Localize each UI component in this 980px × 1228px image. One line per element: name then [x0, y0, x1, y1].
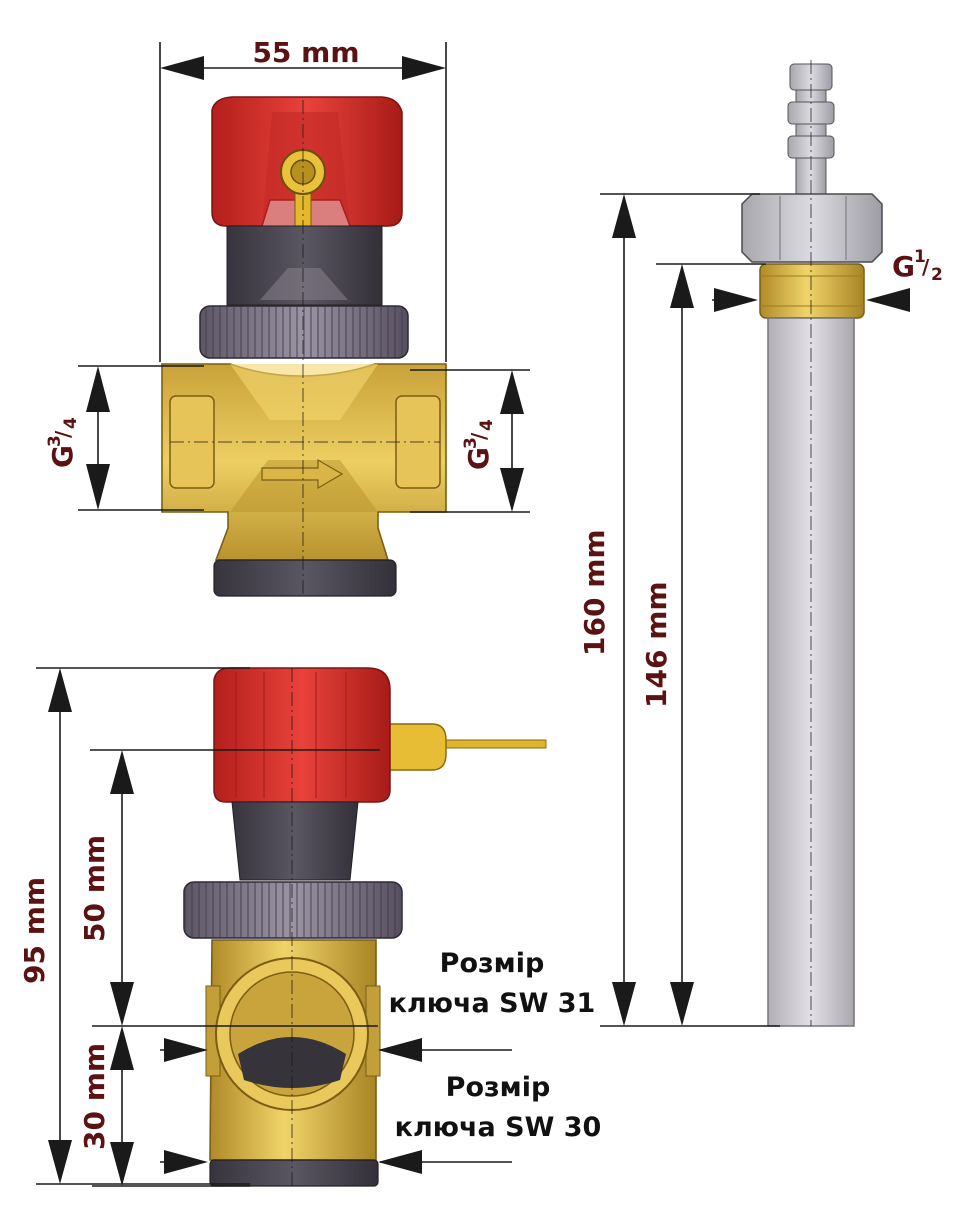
thread-right-sub: 4 — [477, 419, 497, 431]
dim-thread-left: G 3 / 4 — [45, 365, 204, 511]
svg-text:/: / — [51, 430, 75, 438]
thread-left-sup: 3 — [45, 435, 65, 447]
dim-50-label: 50 mm — [78, 835, 111, 942]
dim-height-95: 95 mm — [18, 667, 250, 1185]
wrench-30-label-line2: ключа SW 30 — [395, 1112, 602, 1143]
thread-right-sup: 3 — [461, 437, 481, 449]
dim-160-label: 160 mm — [578, 529, 611, 656]
dim-thread-small: G 1 / 2 — [712, 247, 943, 312]
dim-height-50: 50 mm — [78, 749, 380, 1027]
thread-small-sub: 2 — [931, 265, 943, 285]
wrench-sw30-arrows — [160, 1150, 512, 1174]
dim-95-label: 95 mm — [18, 877, 51, 984]
wrench-31-label-line2: ключа SW 31 — [389, 988, 596, 1019]
dim-thread-right: G 3 / 4 — [410, 369, 530, 513]
dim-146-label: 146 mm — [640, 581, 673, 708]
thread-right-base: G — [462, 447, 495, 470]
svg-text:/: / — [467, 432, 491, 440]
valve-top-view — [161, 96, 447, 597]
wrench-31-label-line1: Розмір — [440, 948, 545, 979]
thread-small-base: G — [892, 250, 915, 283]
sensor-probe — [741, 60, 883, 1027]
dim-height-160: 160 mm — [578, 193, 780, 1027]
thread-small-sup: 1 — [914, 247, 926, 267]
thread-left-sub: 4 — [61, 417, 81, 429]
thread-left-base: G — [46, 445, 79, 468]
wrench-30-label-line1: Розмір — [446, 1072, 551, 1103]
dim-55-label: 55 mm — [252, 36, 359, 69]
dim-30-label: 30 mm — [78, 1043, 111, 1150]
wrench-sw31-arrows — [160, 1038, 512, 1062]
dim-width-55: 55 mm — [159, 36, 447, 362]
valve-side-view — [183, 667, 547, 1187]
svg-text:/: / — [922, 255, 930, 279]
dim-height-146: 146 mm — [640, 263, 766, 1026]
dim-height-30: 30 mm — [78, 1026, 250, 1187]
